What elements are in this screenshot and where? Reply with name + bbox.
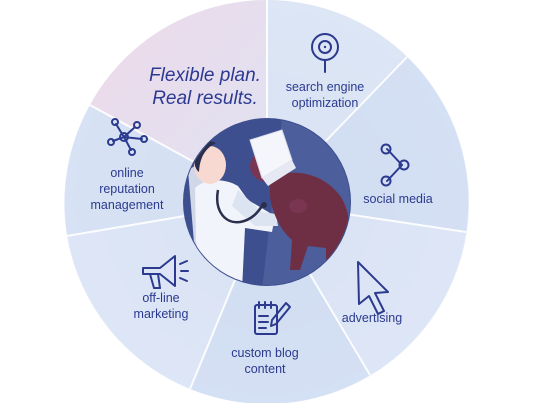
segment-reputation-label-3: management — [91, 198, 164, 212]
segment-reputation-label-1: online — [110, 166, 143, 180]
segment-blog-label-2: content — [244, 362, 286, 376]
magnifier-icon — [311, 33, 339, 73]
share-nodes-icon — [380, 143, 410, 187]
segment-offline[interactable]: off-line marketing — [134, 255, 189, 321]
segment-reputation[interactable]: online reputation management — [91, 118, 164, 212]
segment-advertising-label: advertising — [342, 311, 402, 325]
segment-social-label: social media — [363, 192, 433, 206]
dog-body — [270, 172, 349, 272]
segment-blog[interactable]: custom blog content — [231, 301, 299, 376]
segment-social[interactable]: social media — [363, 143, 433, 207]
segment-offline-label-1: off-line — [142, 291, 179, 305]
cursor-arrow-icon — [357, 261, 389, 315]
segment-reputation-label-2: reputation — [99, 182, 155, 196]
notepad-pencil-icon — [254, 301, 291, 335]
segment-blog-label-1: custom blog — [231, 346, 298, 360]
tagline-line1: Flexible plan. — [149, 65, 261, 86]
dog-paw — [289, 199, 307, 213]
segment-seo-label-1: search engine — [286, 80, 365, 94]
blog-wedge — [190, 202, 370, 403]
dog-cone-rim — [262, 160, 296, 186]
segment-seo-label-2: optimization — [292, 96, 359, 110]
vet-arm — [232, 190, 278, 226]
segment-advertising[interactable]: advertising — [342, 261, 402, 325]
megaphone-icon — [142, 255, 189, 289]
vet-dog-illustration — [183, 118, 351, 286]
stethoscope — [215, 189, 264, 224]
segment-offline-label-2: marketing — [134, 307, 189, 321]
network-nodes-icon — [107, 118, 148, 156]
segment-seo[interactable]: search engine optimization — [286, 33, 365, 110]
tagline-line2: Real results. — [152, 88, 258, 109]
